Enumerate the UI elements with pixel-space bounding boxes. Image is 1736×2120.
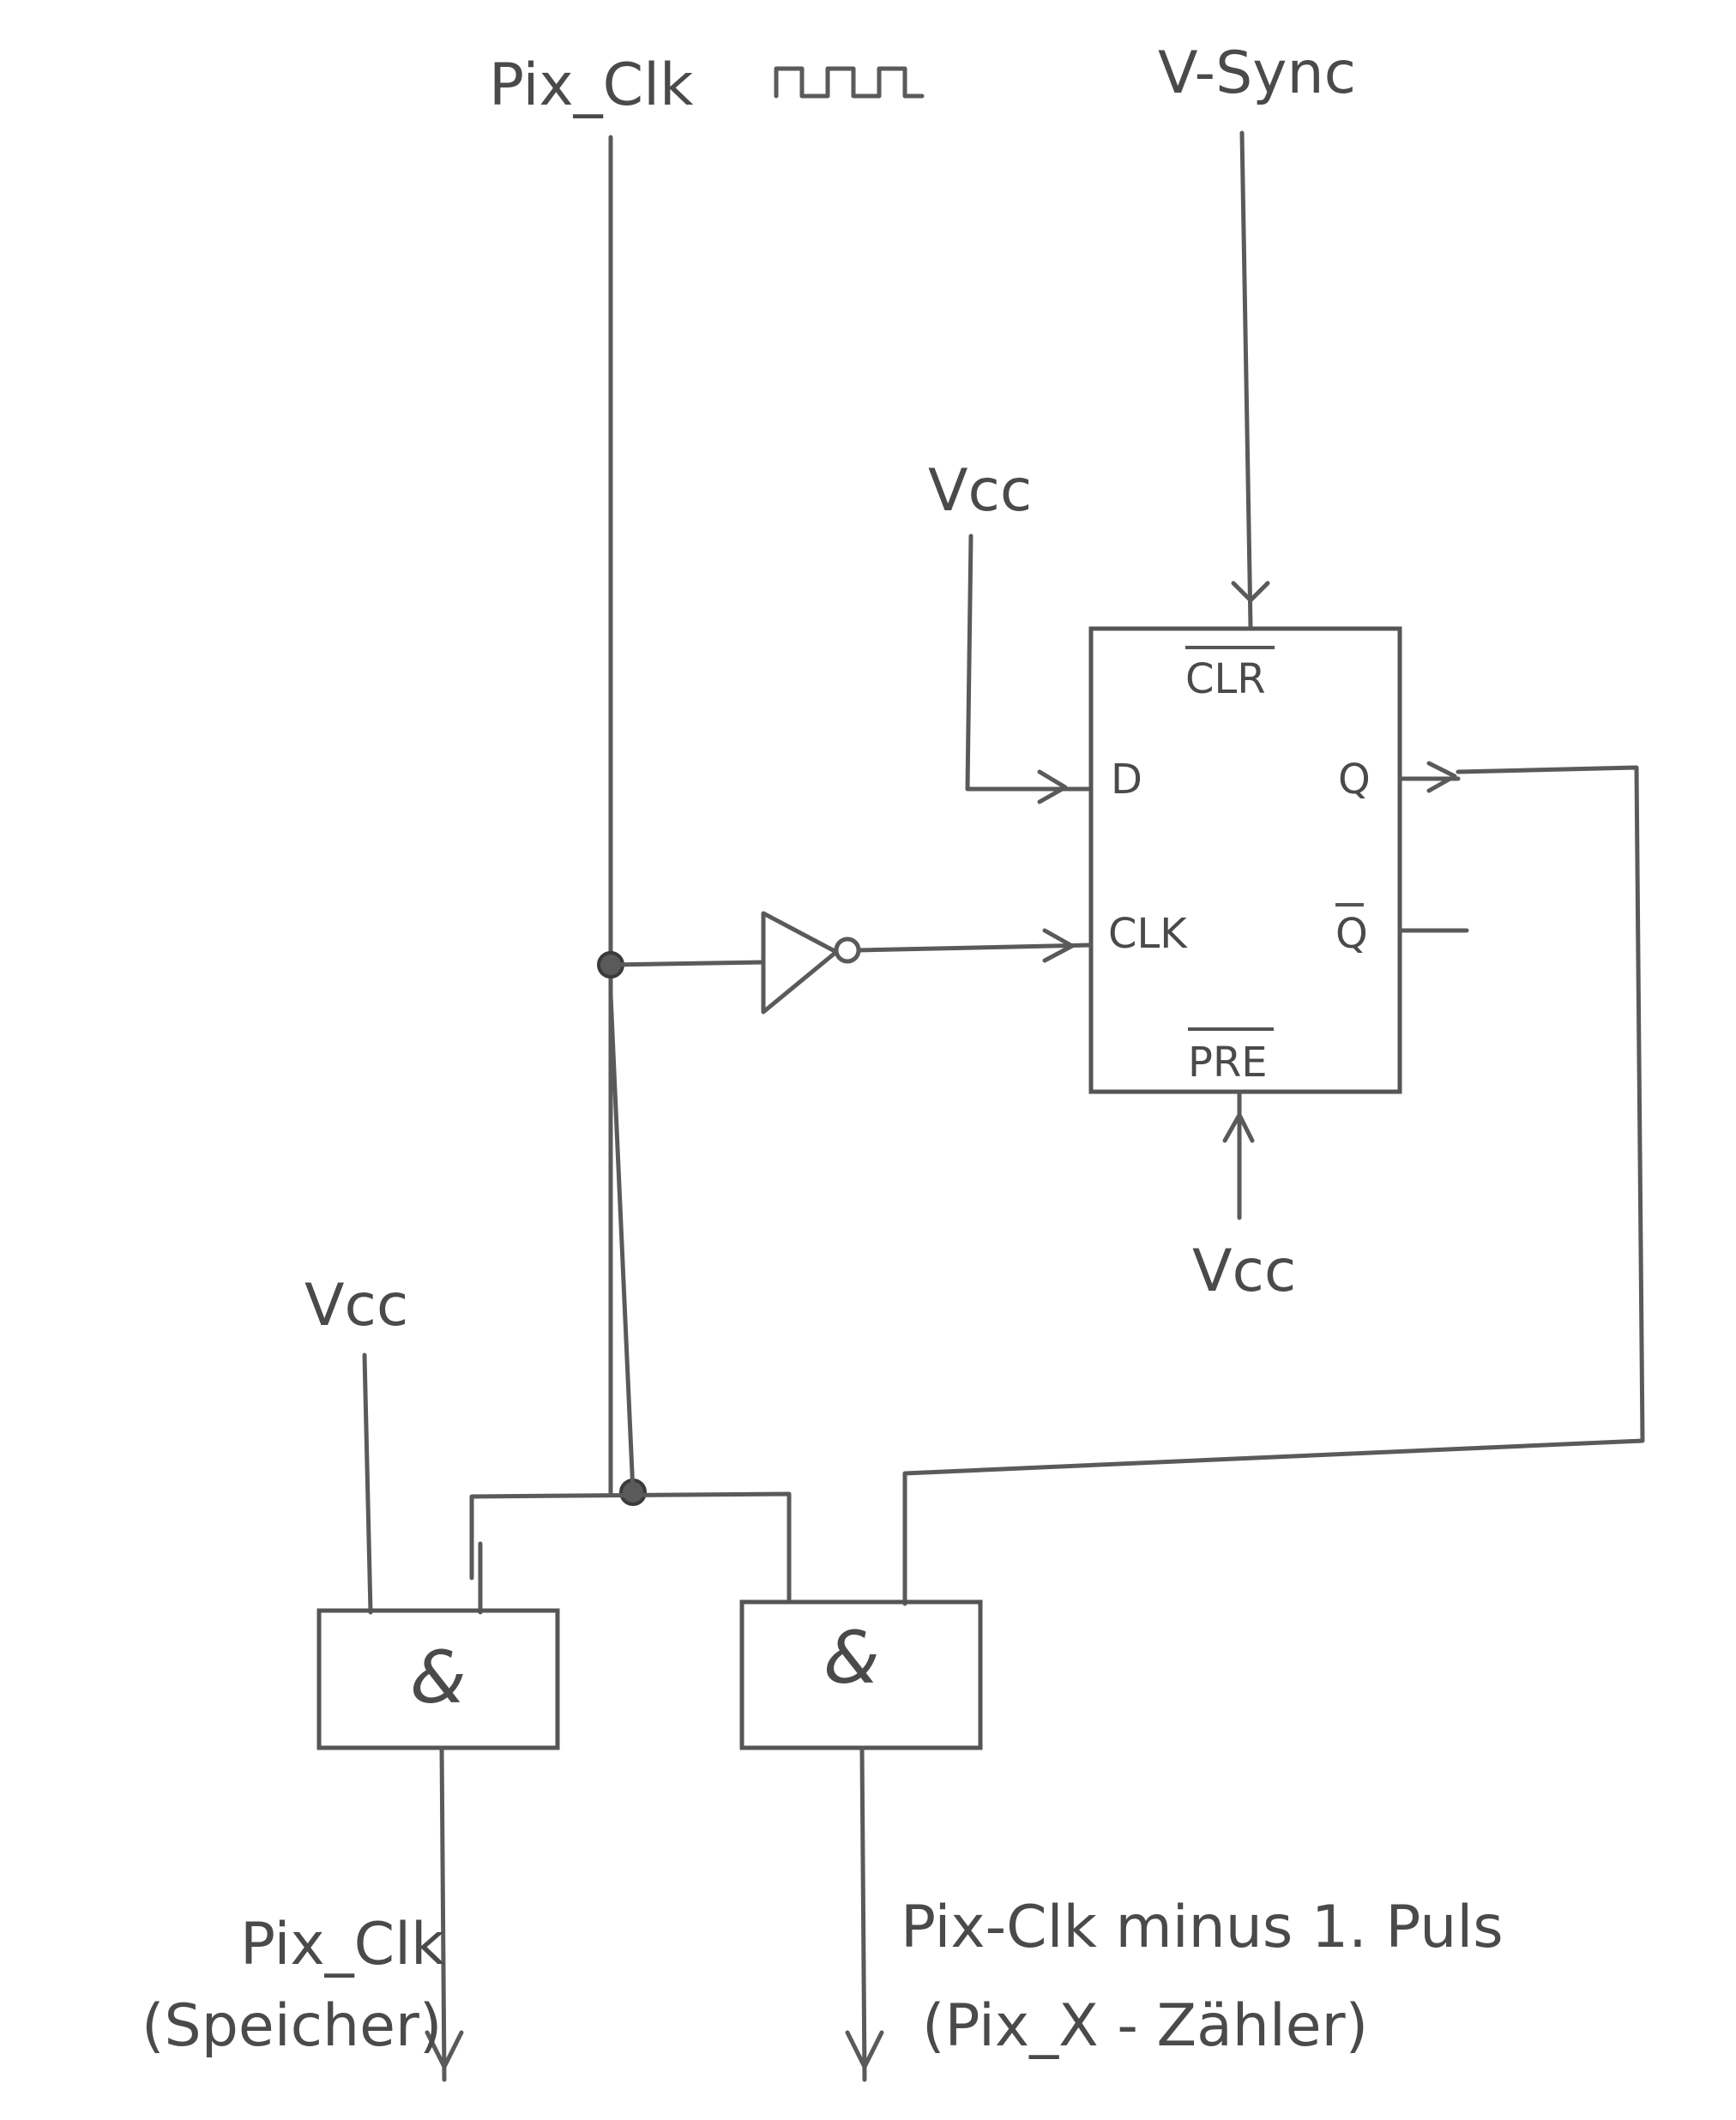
v-sync-input-label: V-Sync xyxy=(1158,39,1356,107)
output-right-label-line1: Pix-Clk minus 1. Puls xyxy=(901,1894,1504,1961)
inverter-output-wire xyxy=(856,943,1094,953)
clr-arrow-icon xyxy=(1231,581,1270,603)
and-gate-left-symbol: & xyxy=(410,1635,467,1719)
q-arrow-icon xyxy=(1426,761,1457,793)
output-right-label-line2: (Pix_X - Zähler) xyxy=(922,1992,1368,2060)
vcc-and-wire xyxy=(362,1352,373,1615)
clr-pin-label: CLR xyxy=(1185,655,1266,703)
pix-clk-input-label: Pix_Clk xyxy=(489,51,694,119)
q-feedback-wire xyxy=(902,765,1645,1606)
vcc-and-label: Vcc xyxy=(304,1272,408,1340)
clk-pin-label: CLK xyxy=(1108,910,1188,958)
v-sync-wire xyxy=(1239,130,1253,629)
q-pin-label: Q xyxy=(1338,756,1371,804)
pix-clk-wire-lower xyxy=(608,992,636,1495)
d-pin-label: D xyxy=(1111,756,1142,804)
qbar-pin-label: Q xyxy=(1335,910,1368,958)
inverter-triangle xyxy=(761,911,839,1015)
clock-waveform-icon xyxy=(774,66,925,99)
vcc-pre-label: Vcc xyxy=(1192,1238,1296,1305)
and-gate-left xyxy=(316,1608,560,1750)
vcc-d-label: Vcc xyxy=(928,457,1032,525)
output-left-arrow-icon xyxy=(425,2030,464,2069)
output-right-arrow-icon xyxy=(845,2030,884,2069)
and-bus-wire xyxy=(469,1491,792,1602)
inverter-input-wire xyxy=(608,960,766,967)
and-gate-right-symbol: & xyxy=(823,1616,880,1700)
output-right-wire xyxy=(859,1745,867,2082)
pre-pin-label: PRE xyxy=(1188,1039,1268,1087)
pre-arrow-icon xyxy=(1222,1112,1255,1143)
vcc-d-wire xyxy=(965,533,1094,792)
clk-arrow-icon xyxy=(1042,928,1075,963)
d-flipflop-box xyxy=(1088,626,1402,1094)
output-left-wire xyxy=(439,1745,447,2082)
inverter-bubble xyxy=(834,937,861,964)
output-left-label-line1: Pix_Clk xyxy=(240,1911,445,1978)
output-left-label-line2: (Speicher) xyxy=(142,1992,442,2060)
d-arrow-icon xyxy=(1037,769,1068,804)
